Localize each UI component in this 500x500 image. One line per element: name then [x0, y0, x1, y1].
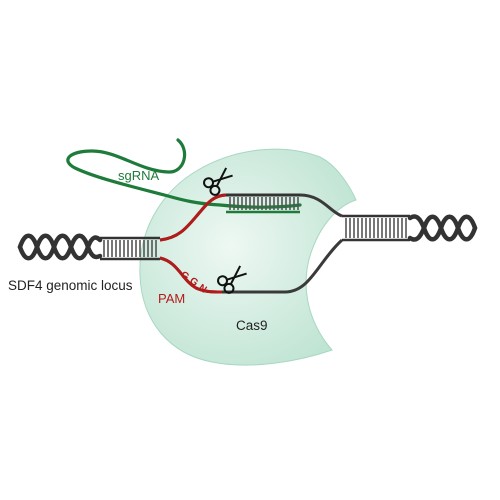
right-dna-ladder	[342, 214, 410, 242]
pam-segment-bottom	[159, 256, 223, 294]
scissors-icon	[203, 167, 233, 196]
pam-proximal-segment-top	[159, 193, 227, 242]
right-helix	[407, 214, 478, 242]
pam-label: PAM	[158, 291, 185, 306]
left-dna-ladder	[100, 236, 160, 261]
left-helix	[17, 233, 103, 261]
scissors-icon	[217, 265, 247, 294]
locus-label: SDF4 genomic locus	[8, 278, 133, 293]
rna-dna-ladder	[226, 193, 300, 214]
sgrna-strand	[66, 138, 302, 209]
sgrna-label: sgRNA	[118, 168, 160, 183]
cas9-label: Cas9	[236, 318, 268, 333]
